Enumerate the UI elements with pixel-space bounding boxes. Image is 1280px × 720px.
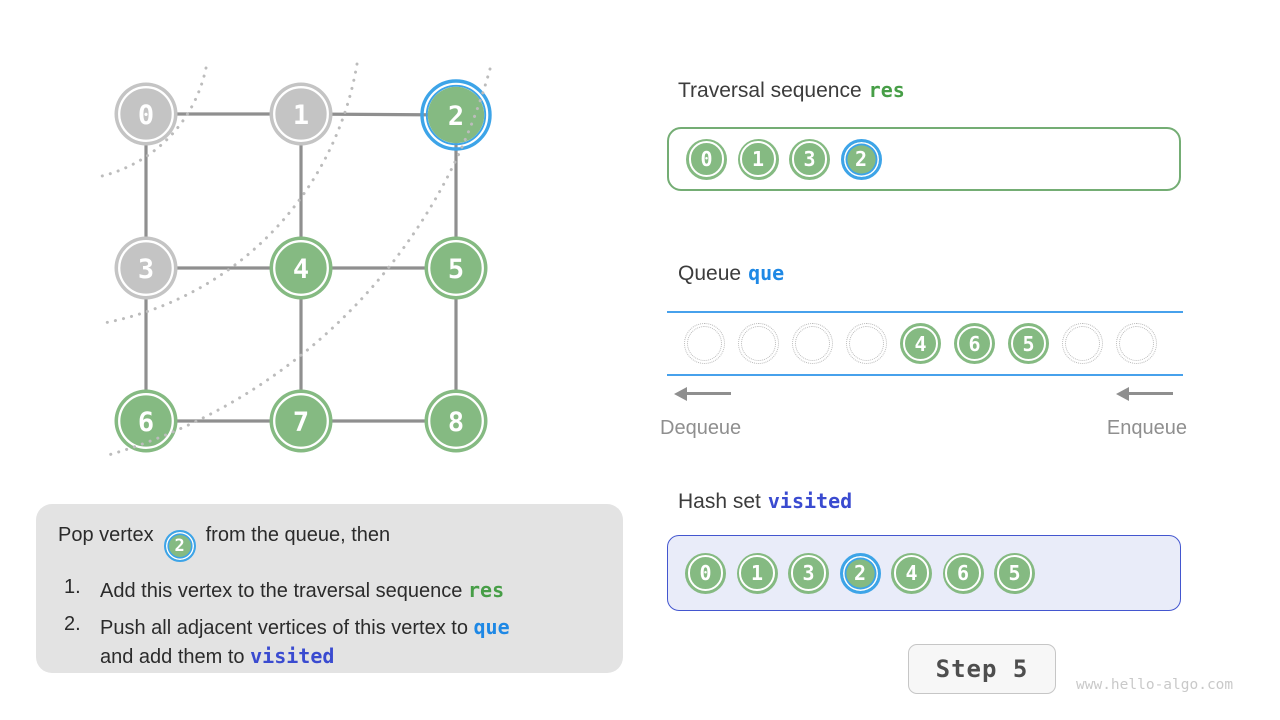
queue-empty-slot	[738, 323, 779, 364]
vertex-chip-5: 5	[994, 552, 1035, 594]
vertex-chip-3: 3	[789, 138, 830, 180]
explanation-item-1: 1. Add this vertex to the traversal sequ…	[64, 576, 601, 605]
svg-text:4: 4	[293, 254, 309, 285]
svg-text:5: 5	[448, 254, 464, 285]
que-code-label: que	[748, 261, 785, 285]
svg-text:0: 0	[138, 100, 154, 131]
explanation-list: 1. Add this vertex to the traversal sequ…	[58, 576, 601, 671]
vertex-chip-1: 1	[736, 552, 778, 594]
dequeue-arrow-icon	[674, 386, 731, 401]
graph-vertex-1: 1	[269, 82, 333, 146]
que-code-label: que	[473, 615, 510, 640]
graph-figure: 0 1 2 3 4 5 6 7 8	[100, 62, 492, 458]
queue-title: Queue	[678, 262, 742, 285]
svg-text:8: 8	[448, 407, 464, 438]
graph-vertex-2: 2	[420, 79, 492, 151]
hashset-title: Hash set	[678, 490, 761, 513]
vertex-chip-2: 2	[839, 552, 881, 594]
bfs-wave-arc-2	[102, 62, 359, 325]
res-code-label: res	[467, 578, 505, 603]
vertex-chip-0: 0	[685, 552, 726, 594]
vertex-chip-0: 0	[686, 138, 727, 180]
enqueue-arrow-icon	[1116, 386, 1173, 401]
visited-code-label: visited	[767, 489, 853, 513]
visited-code-label: visited	[250, 644, 335, 669]
vertex-chip-5: 5	[1008, 323, 1049, 364]
graph-vertex-5: 5	[424, 236, 488, 300]
dequeue-label: Dequeue	[660, 417, 742, 439]
bfs-wave-arc-3	[103, 67, 492, 458]
explanation-item-2: 2. Push all adjacent vertices of this ve…	[64, 613, 601, 671]
vertex-chip-3: 3	[788, 552, 829, 594]
svg-text:3: 3	[138, 254, 154, 285]
svg-text:6: 6	[138, 407, 154, 438]
traversal-sequence-title: Traversal sequence	[678, 79, 862, 102]
step-counter-button[interactable]: Step 5	[908, 644, 1056, 694]
list-number-2: 2.	[64, 613, 81, 636]
res-code-label: res	[868, 78, 905, 102]
vertex-chip-1: 1	[737, 138, 779, 180]
queue-empty-slot	[792, 323, 833, 364]
graph-vertex-0: 0	[114, 82, 178, 146]
explanation-item-2-text: Push all adjacent vertices of this verte…	[100, 615, 510, 669]
graph-vertex-8: 8	[424, 389, 488, 453]
vertex-chip-2: 2	[163, 530, 196, 563]
vertex-chip-2: 2	[840, 138, 882, 180]
queue-empty-slot	[684, 323, 725, 364]
svg-text:2: 2	[448, 101, 464, 132]
vertex-chip-6: 6	[942, 552, 984, 594]
graph-vertex-3: 3	[114, 236, 178, 300]
queue-empty-slot	[846, 323, 887, 364]
vertex-chip-6: 6	[954, 323, 995, 364]
queue-empty-slot	[1062, 323, 1103, 364]
svg-text:7: 7	[293, 407, 309, 438]
explanation-item-1-text: Add this vertex to the traversal sequenc…	[100, 578, 505, 603]
traversal-sequence-header: Traversal sequence res	[678, 78, 905, 103]
list-number-1: 1.	[64, 576, 81, 599]
queue-header: Queue que	[678, 261, 784, 286]
hashset-header: Hash set visited	[678, 489, 852, 514]
vertex-chip-4: 4	[900, 323, 941, 364]
queue-empty-slot	[1116, 323, 1157, 364]
graph-vertex-7: 7	[269, 389, 333, 453]
svg-text:1: 1	[293, 100, 309, 131]
watermark: www.hello-algo.com	[1076, 677, 1234, 693]
graph-vertex-4: 4	[269, 236, 333, 300]
graph-vertex-6: 6	[114, 389, 178, 453]
enqueue-label: Enqueue	[1106, 417, 1187, 439]
vertex-chip-4: 4	[891, 552, 932, 594]
